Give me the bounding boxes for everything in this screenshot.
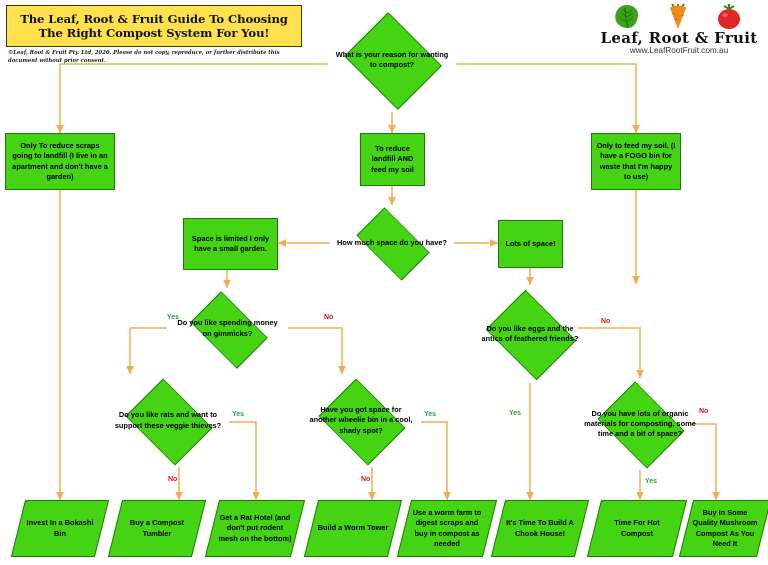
outcome-tumbler: Buy a Compost Tumbler — [107, 500, 207, 557]
outcome-wormtower-label: Build a Worm Tower — [317, 523, 389, 533]
edge-label-organic-no: No — [699, 408, 709, 415]
carrot-icon — [670, 4, 686, 29]
node-start-label: What is your reason for wanting to compo… — [335, 49, 449, 69]
leaf-icon — [615, 5, 639, 29]
node-wheelie-bin: Have you got space for another wheelie b… — [300, 374, 422, 467]
node-reason-both: To reduce landfill AND feed my soil — [360, 133, 425, 186]
tomato-icon — [718, 4, 740, 29]
node-lots-of-space: Lots of space! — [498, 220, 563, 268]
outcome-hotcompost: Time For Hot Compost — [586, 500, 688, 557]
node-wheelie-bin-label: Have you got space for another wheelie b… — [309, 405, 413, 435]
logo-wordmark: Leaf, Root & Fruit — [600, 29, 758, 47]
outcome-bokashi-label: Invest In a Bokashi Bin — [26, 518, 94, 538]
node-start: What is your reason for wanting to compo… — [328, 8, 456, 112]
node-rats-label: Do you like rats and want to support the… — [114, 410, 222, 430]
node-how-much-space: How much space do you have? — [330, 205, 454, 281]
brand-logo: Leaf, Root & Fruit www.LeafRootFruit.com… — [598, 4, 760, 56]
edge-label-organic-yes: Yes — [645, 478, 658, 485]
outcome-tumbler-label: Buy a Compost Tumbler — [129, 518, 185, 538]
edge-label-rats-no: No — [168, 476, 178, 483]
outcome-rathotel-label: Get a Rat Hotel (and don't put rodent me… — [218, 513, 292, 543]
edge-label-wheelie-no: No — [361, 476, 371, 483]
page-title: The Leaf, Root & Fruit Guide To Choosing… — [20, 12, 288, 40]
outcome-rathotel: Get a Rat Hotel (and don't put rodent me… — [204, 500, 306, 557]
node-organic-materials: Do you have lots of organic materials fo… — [578, 378, 702, 470]
node-organic-materials-label: Do you have lots of organic materials fo… — [584, 408, 696, 439]
node-reason-soil-only-label: Only to feed my soil. (I have a FOGO bin… — [596, 141, 676, 181]
logo-url: www.LeafRootFruit.com.au — [629, 46, 729, 55]
node-reason-landfill-only-label: Only To reduce scraps going to landfill … — [12, 141, 108, 181]
node-gimmicks: Do you like spending money on gimmicks? — [167, 288, 288, 369]
title-banner: The Leaf, Root & Fruit Guide To Choosing… — [6, 5, 302, 47]
outcome-mushroom: Buy In Some Quality Mushroom Compost As … — [678, 500, 768, 557]
outcome-wormtower: Build a Worm Tower — [303, 500, 403, 557]
node-lots-of-space-label: Lots of space! — [505, 238, 556, 248]
node-rats: Do you like rats and want to support the… — [107, 374, 229, 467]
outcome-wormfarm-label: Use a worm farm to digest scraps and buy… — [412, 508, 482, 548]
outcome-wormfarm: Use a worm farm to digest scraps and buy… — [396, 500, 498, 557]
node-how-much-space-label: How much space do you have? — [336, 237, 448, 247]
node-eggs-antics: Do you like eggs and the antics of feath… — [470, 285, 590, 383]
copyright-notice: ©Leaf, Root & Fruit Pty. Ltd, 2020. Plea… — [8, 50, 280, 64]
node-reason-soil-only: Only to feed my soil. (I have a FOGO bin… — [591, 133, 681, 190]
node-reason-both-label: To reduce landfill AND feed my soil — [371, 144, 414, 174]
node-eggs-antics-label: Do you like eggs and the antics of feath… — [481, 323, 579, 343]
edge-label-wheelie-yes: Yes — [424, 411, 437, 418]
edge-label-eggs-yes: Yes — [509, 410, 522, 417]
outcome-mushroom-label: Buy In Some Quality Mushroom Compost As … — [692, 508, 758, 548]
outcome-hotcompost-label: Time For Hot Compost — [614, 518, 660, 538]
edge-label-gimmicks-no: No — [324, 314, 334, 321]
edge-label-eggs-no: No — [601, 318, 611, 325]
node-gimmicks-label: Do you like spending money on gimmicks? — [177, 318, 278, 338]
outcome-chook-label: It's Time To Build A Chook House! — [506, 518, 574, 538]
node-space-limited-label: Space is limited I only have a small gar… — [191, 233, 270, 253]
outcome-bokashi: Invest In a Bokashi Bin — [10, 500, 110, 557]
outcome-chook: It's Time To Build A Chook House! — [490, 500, 590, 557]
edge-label-rats-yes: Yes — [232, 411, 245, 418]
edge-label-gimmicks-yes: Yes — [167, 314, 180, 321]
node-space-limited: Space is limited I only have a small gar… — [183, 218, 278, 270]
logo-produce-icons — [615, 4, 740, 29]
node-reason-landfill-only: Only To reduce scraps going to landfill … — [5, 133, 115, 190]
